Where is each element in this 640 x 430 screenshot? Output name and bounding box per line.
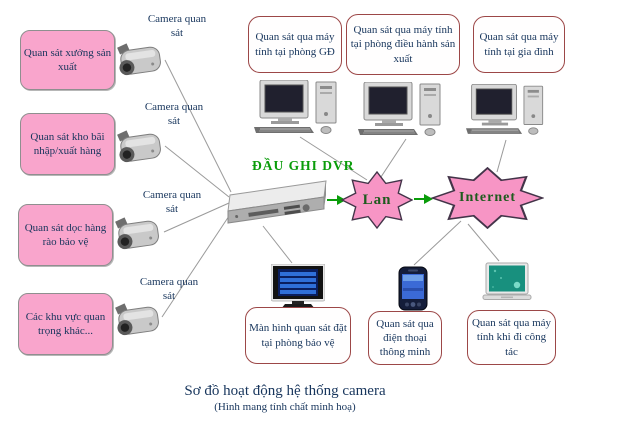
viewer-box-label: Quan sát qua điện thoại thông minh [376,317,434,359]
laptop-icon [482,262,532,300]
cctv-camera-icon [115,217,159,250]
camera-label: Camera quan sát [142,189,202,215]
source-box-label: Các khu vực quan trọng khác... [25,310,106,337]
caption-subtitle: (Hình mang tính chất minh hoạ) [214,401,356,413]
viewer-box-smartphone: Quan sát qua điện thoại thông minh [368,311,442,365]
viewer-box-label: Quan sát qua máy tính tại gia đình [479,31,559,58]
camera-label: Camera quan sát [139,276,199,302]
lan-node: Lan [341,171,413,229]
internet-node: Internet [431,167,544,229]
desktop-computer-icon [466,84,544,135]
smartphone-icon [398,266,428,311]
viewer-box-label: Màn hình quan sát đặt tại phòng bảo vệ [249,322,347,349]
viewer-box-label: Quan sát qua máy tính khi đi công tác [471,317,552,358]
camera-label: Camera quan sát [144,101,204,127]
desktop-computer-icon [254,80,337,134]
caption-title: Sơ đồ hoạt động hệ thống camera [184,383,386,399]
lan-label: Lan [362,191,392,208]
starburst-shape [341,171,413,229]
cctv-camera-icon [115,303,159,336]
camera-label: Camera quan sát [147,13,207,39]
source-box-label: Quan sát xưởng sản xuất [23,46,112,73]
viewer-box-label: Quan sát qua máy tính tại phòng điều hàn… [350,24,456,65]
source-box-other: Các khu vực quan trọng khác... [18,293,113,355]
cctv-camera-icon [117,43,161,76]
camera-dvr-lines [161,59,234,318]
starburst-shape [431,167,544,229]
dvr-label: ĐẦU GHI DVR [252,158,355,173]
source-box-fence: Quan sát dọc hàng rào bảo vệ [18,204,113,266]
diagram-caption: Sơ đồ hoạt động hệ thống camera (Hình ma… [60,383,510,413]
source-box-label: Quan sát kho bãi nhập/xuất hàng [30,130,105,157]
viewer-box-business-trip: Quan sát qua máy tính khi đi công tác [467,310,556,365]
dvr-recorder-icon [227,180,327,224]
viewer-box-home: Quan sát qua máy tính tại gia đình [473,16,565,73]
viewer-box-operations-room: Quan sát qua máy tính tại phòng điều hàn… [346,14,460,75]
cctv-camera-icon [117,130,161,163]
viewer-lines [262,136,507,266]
viewer-box-guard-room: Màn hình quan sát đặt tại phòng bảo vệ [245,307,351,364]
viewer-box-director-room: Quan sát qua máy tính tại phòng GĐ [248,16,342,73]
internet-label: Internet [459,190,516,205]
source-box-label: Quan sát dọc hàng rào bảo vệ [24,221,107,248]
desktop-computer-icon [358,82,441,136]
source-box-warehouse: Quan sát kho bãi nhập/xuất hàng [20,113,115,175]
viewer-box-label: Quan sát qua máy tính tại phòng GĐ [255,31,335,58]
security-monitor-icon [271,264,325,309]
source-box-factory: Quan sát xưởng sản xuất [20,30,115,90]
